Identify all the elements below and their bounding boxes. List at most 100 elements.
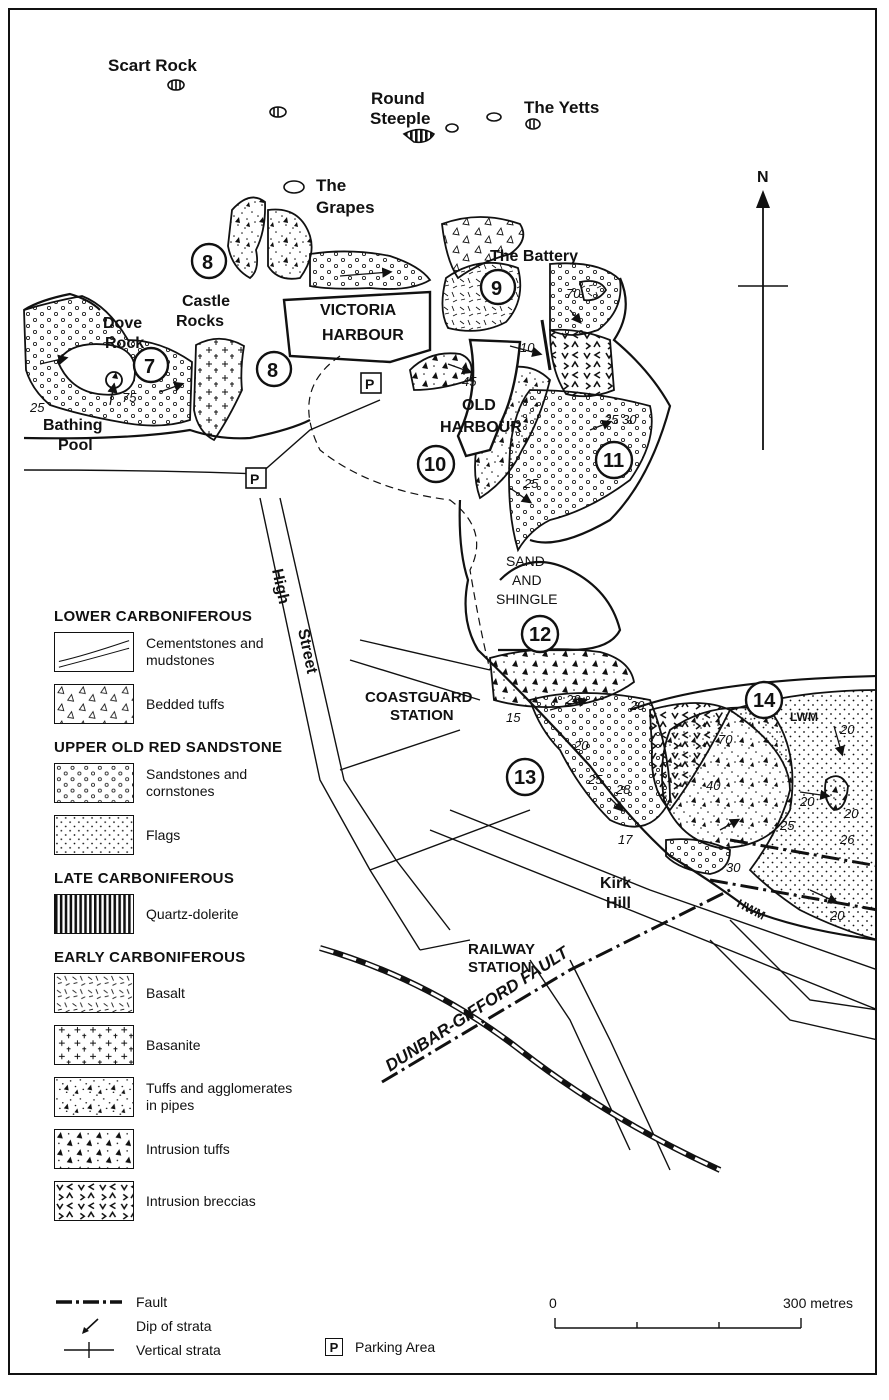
label-dove-rock: Dove (103, 315, 142, 332)
label-railway-station: RAILWAY (468, 941, 535, 958)
legend-label: Bedded tuffs (146, 695, 225, 712)
coastline (23, 277, 875, 941)
railway (319, 945, 722, 1173)
label-castle-rocks: Rocks (176, 313, 224, 330)
dip-arrows (39, 267, 845, 904)
scale-bar: 0 300 metres (549, 1295, 853, 1329)
north-arrow: N (738, 169, 788, 450)
parking-label: Parking Area (355, 1339, 436, 1355)
legend-item: Cementstones and mudstones (54, 631, 354, 673)
dip-label: 23 (565, 692, 581, 707)
legend-item: Basalt (54, 972, 354, 1014)
legend-swatch-cementstone-lines (54, 632, 134, 672)
roads (23, 399, 875, 1171)
legend-label: Basalt (146, 984, 185, 1001)
label-coastguard-station: STATION (390, 707, 454, 724)
parking-areas: P P (245, 372, 382, 489)
legend-label: Quartz-dolerite (146, 905, 239, 922)
dip-label: 20 (573, 738, 589, 753)
parking-key: P Parking Area (325, 1338, 435, 1356)
dip-label: 25 (29, 400, 45, 415)
dip-label: 70 (566, 286, 581, 301)
legend-label: Basanite (146, 1036, 201, 1053)
legend-heading: UPPER OLD RED SANDSTONE (54, 739, 283, 756)
label-the-grapes: Grapes (316, 198, 375, 217)
label-high-street: High (268, 567, 292, 605)
legend-swatch-dots-solid-triangles (54, 1077, 134, 1117)
dip-label: 20 (629, 698, 645, 713)
site-marker: 13 (505, 757, 545, 797)
site-marker: 8 (255, 350, 293, 388)
label-old-harbour: OLD (462, 397, 496, 414)
site-marker: 10 (416, 444, 456, 484)
label-coastguard-station: COASTGUARD (365, 689, 473, 706)
legend-swatch-small-circles (54, 763, 134, 803)
label-victoria-harbour: HARBOUR (322, 327, 404, 344)
site-marker: 14 (744, 680, 784, 720)
dip-label: 26 (839, 832, 855, 847)
dip-label: 40 (706, 778, 721, 793)
fault-line-icon (54, 1292, 124, 1312)
label-sand-and-shingle: AND (512, 572, 542, 588)
legend-heading: LOWER CARBONIFEROUS (54, 608, 253, 625)
svg-text:11: 11 (603, 450, 624, 472)
dip-label: 75 (122, 390, 137, 405)
dip-label: 30 (622, 412, 637, 427)
legend-swatch-open-triangles (54, 684, 134, 724)
geological-map: 25 75 45 10 70 25 30 25 15 23 20 25 28 1… (23, 56, 875, 1173)
dip-label: 25 (603, 412, 619, 427)
svg-text:14: 14 (753, 690, 776, 712)
label-bathing-pool: Bathing (43, 417, 103, 434)
dip-label: 20 (799, 794, 815, 809)
legend-item: Sandstones and cornstones (54, 762, 354, 804)
label-bathing-pool: Pool (58, 437, 93, 454)
legend-label: Tuffs and agglomerates in pipes (146, 1080, 293, 1113)
label-round-steeple: Steeple (370, 109, 430, 128)
legend-swatch-crosses (54, 1025, 134, 1065)
key-fault: Fault (54, 1290, 454, 1314)
legend-heading: LATE CARBONIFEROUS (54, 870, 235, 887)
dip-label: 15 (506, 710, 521, 725)
site-markers: 7 8 8 9 10 11 12 13 14 (132, 242, 784, 797)
svg-text:13: 13 (514, 767, 536, 789)
parking-icon: P (325, 1338, 343, 1356)
label-sand-and-shingle: SHINGLE (496, 591, 557, 607)
dip-label: 25 (523, 476, 539, 491)
legend-swatch-dashes (54, 973, 134, 1013)
map-frame: 25 75 45 10 70 25 30 25 15 23 20 25 28 1… (8, 8, 877, 1375)
label-the-grapes: The (316, 176, 346, 195)
symbol-key: Fault Dip of strata Vertical strata (54, 1290, 454, 1362)
label-castle-rocks: Castle (182, 293, 230, 310)
legend-swatch-chevrons (54, 1181, 134, 1221)
dip-label: 10 (520, 340, 535, 355)
legend-label: Intrusion tuffs (146, 1140, 230, 1157)
legend-swatch-fine-dots (54, 815, 134, 855)
label-scart-rock: Scart Rock (108, 56, 197, 75)
legend-item: Tuffs and agglomerates in pipes (54, 1076, 354, 1118)
svg-text:7: 7 (144, 356, 155, 378)
svg-text:10: 10 (424, 454, 446, 476)
label-dove-rock: Rock (105, 335, 144, 352)
label-hwm: HWM (735, 896, 768, 922)
label-kirk-hill: Hill (606, 895, 631, 912)
svg-text:8: 8 (202, 252, 213, 274)
label-kirk-hill: Kirk (600, 875, 631, 892)
key-label: Dip of strata (136, 1318, 212, 1334)
key-label: Vertical strata (136, 1342, 221, 1358)
site-marker: 8 (190, 242, 228, 280)
key-label: Fault (136, 1294, 168, 1310)
legend-label: Cementstones and mudstones (146, 635, 264, 668)
site-marker: 9 (479, 268, 517, 306)
key-vertical: Vertical strata (54, 1338, 454, 1362)
legend-swatch-solid-triangles (54, 1129, 134, 1169)
faults (381, 319, 875, 1084)
parking-symbol: P (365, 376, 374, 392)
label-victoria-harbour: VICTORIA (320, 302, 397, 319)
dip-label: 28 (615, 782, 631, 797)
label-the-yetts: The Yetts (524, 98, 599, 117)
scale-end: 300 metres (783, 1295, 853, 1311)
dip-values: 25 75 45 10 70 25 30 25 15 23 20 25 28 1… (29, 286, 859, 923)
scale-zero: 0 (549, 1295, 557, 1311)
label-lwm: LWM (790, 710, 818, 724)
dip-label: 25 (779, 818, 795, 833)
